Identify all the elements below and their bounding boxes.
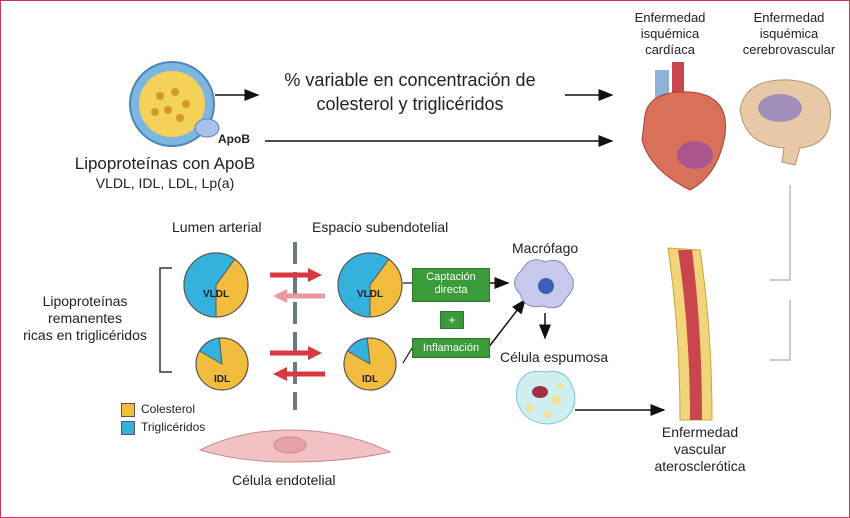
vldl-transport-arrows <box>270 268 325 303</box>
lipoprotein-particle-icon <box>129 61 220 147</box>
plus-box: + <box>440 311 464 329</box>
macrophage-label: Macrófago <box>512 240 579 256</box>
statement-line1: % variable en concentración de <box>284 70 536 90</box>
subendothelial-label: Espacio subendotelial <box>312 219 449 235</box>
legend-triglycerides-label: Triglicéridos <box>141 420 206 434</box>
vldl-pie-lumen: VLDL <box>183 252 249 318</box>
endothelial-cell-label: Célula endotelial <box>232 472 336 488</box>
legend-cholesterol-label: Colesterol <box>141 402 196 416</box>
legend-cholesterol-swatch <box>121 403 135 417</box>
apob-tag: ApoB <box>218 132 250 146</box>
lipoprotein-title: Lipoproteínas con ApoB <box>74 154 256 173</box>
vldl-pie-subendothelial: VLDL <box>337 252 403 318</box>
lumen-label: Lumen arterial <box>172 219 262 235</box>
svg-text:IDL: IDL <box>214 374 230 385</box>
svg-text:IDL: IDL <box>362 374 378 385</box>
svg-text:VLDL: VLDL <box>357 289 383 300</box>
brain-icon <box>739 79 831 166</box>
legend-triglycerides-swatch <box>121 421 135 435</box>
svg-text:VLDL: VLDL <box>203 289 229 300</box>
idl-pie-lumen: IDL <box>195 337 249 391</box>
remnant-bracket <box>159 267 172 373</box>
artery-icon <box>667 247 713 421</box>
inflammation-box: Inflamación <box>412 338 490 358</box>
heart-icon <box>641 62 727 191</box>
foam-cell-icon <box>515 370 576 425</box>
statement-line2: colesterol y triglicéridos <box>316 94 504 114</box>
macrophage-icon <box>514 259 574 309</box>
lipoprotein-subtitle: VLDL, IDL, LDL, Lp(a) <box>95 175 235 191</box>
endothelial-cell-icon <box>198 429 392 463</box>
idl-pie-subendothelial: IDL <box>343 337 397 391</box>
idl-transport-arrows <box>270 346 325 381</box>
foam-cell-label: Célula espumosa <box>500 349 609 365</box>
